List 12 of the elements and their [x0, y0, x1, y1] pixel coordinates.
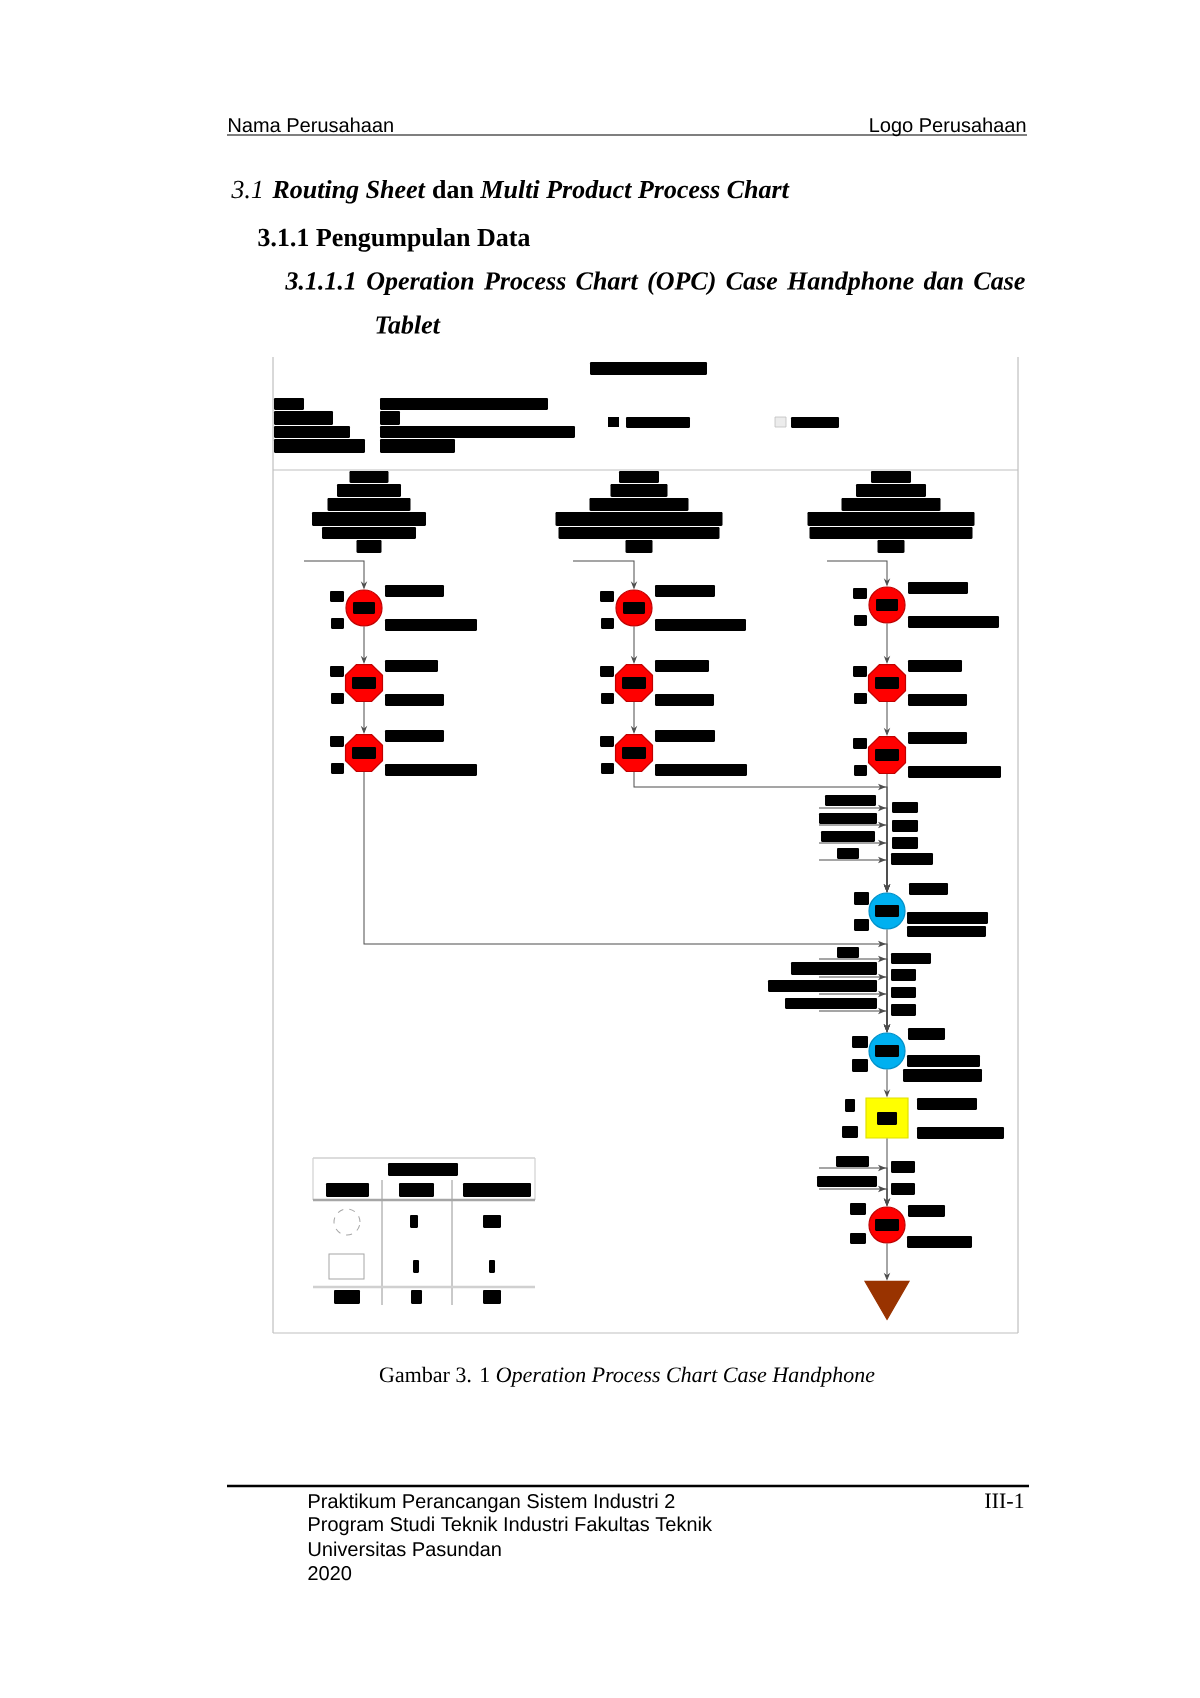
heading: 3.1.1.1 Operation Process Chart (OPC) Case Handphone dan Case Tablet — [285, 271, 1025, 334]
figure-caption: Gambar 3. 1 Operation Process Chart Case Handphone — [379, 1366, 875, 1387]
page-header-text: Nama Perusahaan — [229, 117, 393, 133]
footer-text: Program Studi Teknik Industri Fakultas Teknik — [309, 1516, 712, 1536]
page-number: III-1 — [985, 1493, 1024, 1508]
heading: Routing Sheet dan Multi Product Process Chart — [272, 179, 790, 204]
footer-text: Praktikum Perancangan Sistem Industri 2 — [309, 1493, 675, 1513]
page-header-text: Logo Perusahaan — [870, 117, 1026, 137]
section-number: 3.1 — [231, 180, 262, 199]
heading: 3.1.1 Pengumpulan Data — [258, 227, 531, 252]
footer-text: Universitas Pasundan — [308, 1541, 501, 1557]
footer-text: 2020 — [308, 1566, 352, 1581]
